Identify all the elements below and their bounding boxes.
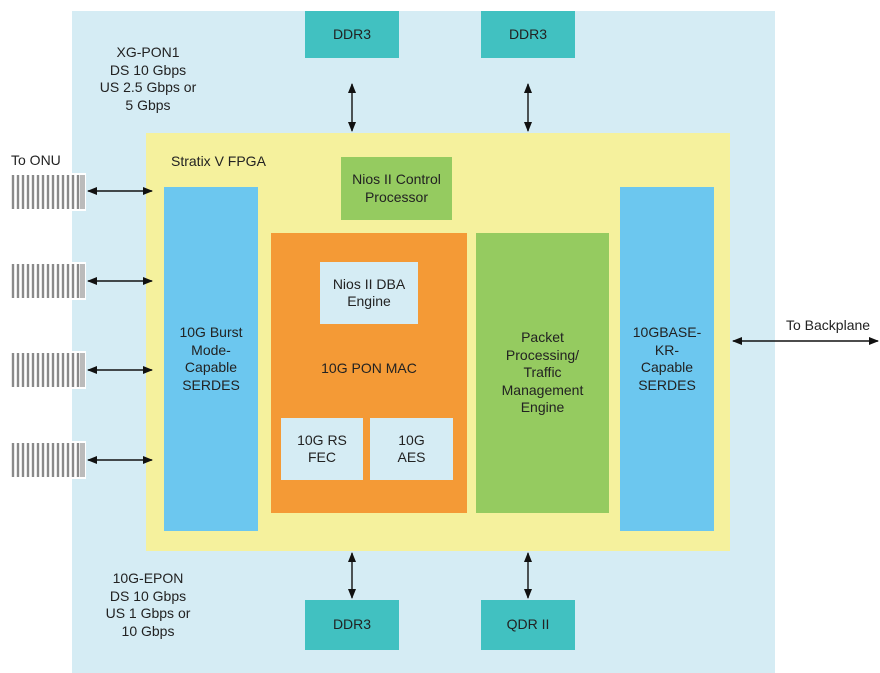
10gbase-kr-serdes-block: 10GBASE- KR- Capable SERDES bbox=[620, 187, 714, 531]
optical-transceiver-icon bbox=[10, 262, 86, 300]
qdr2-bottom-block: QDR II bbox=[481, 600, 575, 650]
aes-block: 10G AES bbox=[370, 418, 453, 480]
optical-transceiver-icon bbox=[10, 441, 86, 479]
optical-transceiver-icon bbox=[10, 351, 86, 389]
ddr3-top-right-block: DDR3 bbox=[481, 11, 575, 58]
burst-mode-serdes-block: 10G Burst Mode- Capable SERDES bbox=[164, 187, 258, 531]
to-backplane-label: To Backplane bbox=[786, 317, 871, 333]
packet-processing-engine-block: Packet Processing/ Traffic Management En… bbox=[476, 233, 609, 513]
ddr3-top-left-block: DDR3 bbox=[305, 11, 399, 58]
nios-control-processor-block: Nios II Control Processor bbox=[341, 157, 452, 220]
to-onu-label: To ONU bbox=[11, 152, 61, 168]
pon-mac-label: 10G PON MAC bbox=[321, 360, 417, 376]
ddr3-bottom-block: DDR3 bbox=[305, 600, 399, 650]
xgpon-spec-label: XG-PON1 DS 10 Gbps US 2.5 Gbps or 5 Gbps bbox=[99, 44, 197, 113]
epon-spec-label: 10G-EPON DS 10 Gbps US 1 Gbps or 10 Gbps bbox=[105, 570, 191, 639]
optical-transceiver-icon bbox=[10, 173, 86, 211]
rs-fec-block: 10G RS FEC bbox=[281, 418, 363, 480]
fpga-title: Stratix V FPGA bbox=[171, 153, 266, 169]
nios-dba-engine-block: Nios II DBA Engine bbox=[320, 262, 418, 324]
